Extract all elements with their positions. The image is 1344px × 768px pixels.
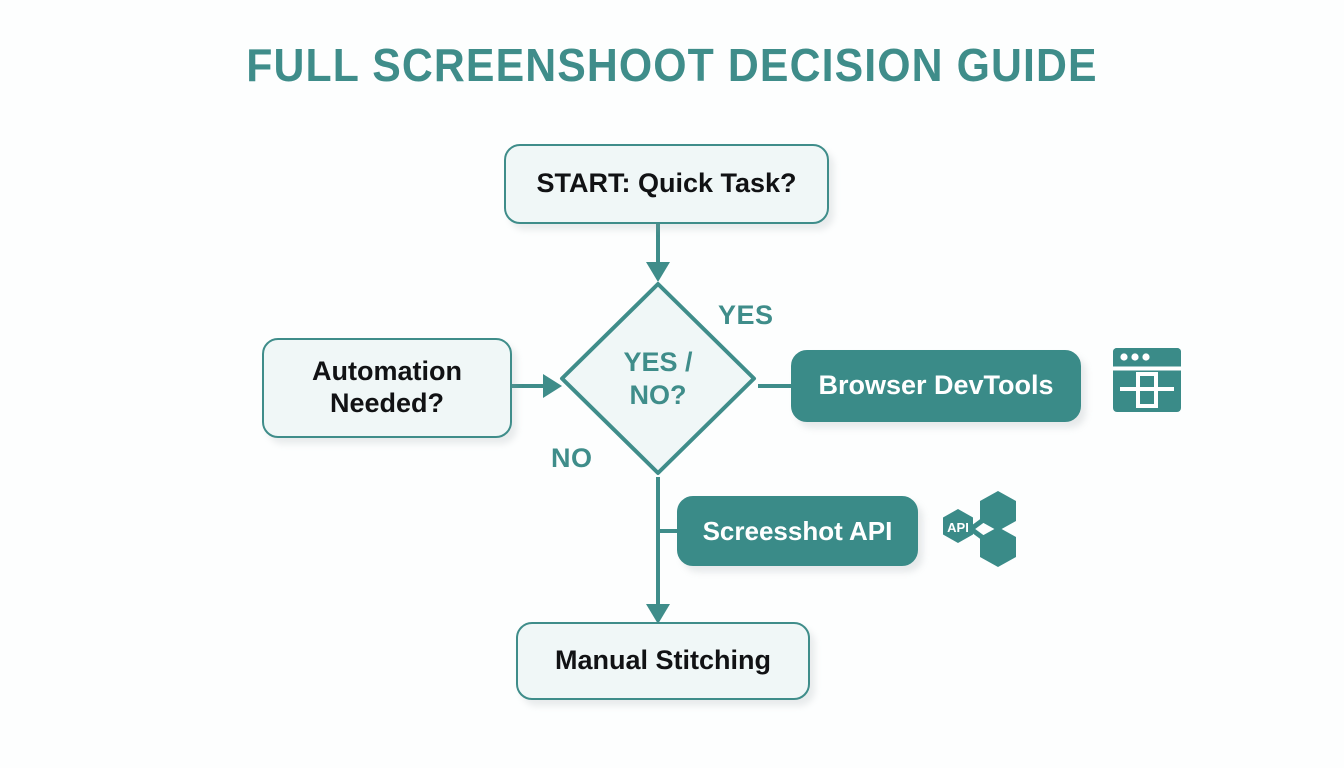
page-title: FULL SCREENSHOOT DECISION GUIDE — [246, 39, 1098, 91]
edge-decision-to-manual — [646, 477, 670, 624]
node-manual-label: Manual Stitching — [555, 645, 771, 676]
api-badge-text: API — [947, 520, 969, 535]
node-automation-label-line1: Automation — [312, 356, 462, 387]
node-start[interactable]: START: Quick Task? — [504, 144, 829, 224]
edge-label-yes: YES — [718, 300, 774, 330]
edge-automation-to-decision — [512, 374, 562, 398]
browser-devtools-icon — [1113, 348, 1181, 412]
node-start-label: START: Quick Task? — [536, 168, 797, 199]
node-automation-needed[interactable]: Automation Needed? — [262, 338, 512, 438]
node-screesshot-api[interactable]: Screesshot API — [677, 496, 918, 566]
diamond-shape — [560, 282, 756, 475]
node-manual-stitching[interactable]: Manual Stitching — [516, 622, 810, 700]
edge-start-to-decision — [646, 224, 670, 282]
node-automation-label: Automation Needed? — [312, 356, 462, 420]
node-browser-devtools[interactable]: Browser DevTools — [791, 350, 1081, 422]
node-devtools-label: Browser DevTools — [818, 370, 1054, 401]
node-automation-label-line2: Needed? — [329, 388, 444, 418]
node-api-label: Screesshot API — [702, 515, 893, 546]
edge-label-no: NO — [551, 443, 593, 473]
api-nodes-icon: API — [943, 491, 1016, 567]
